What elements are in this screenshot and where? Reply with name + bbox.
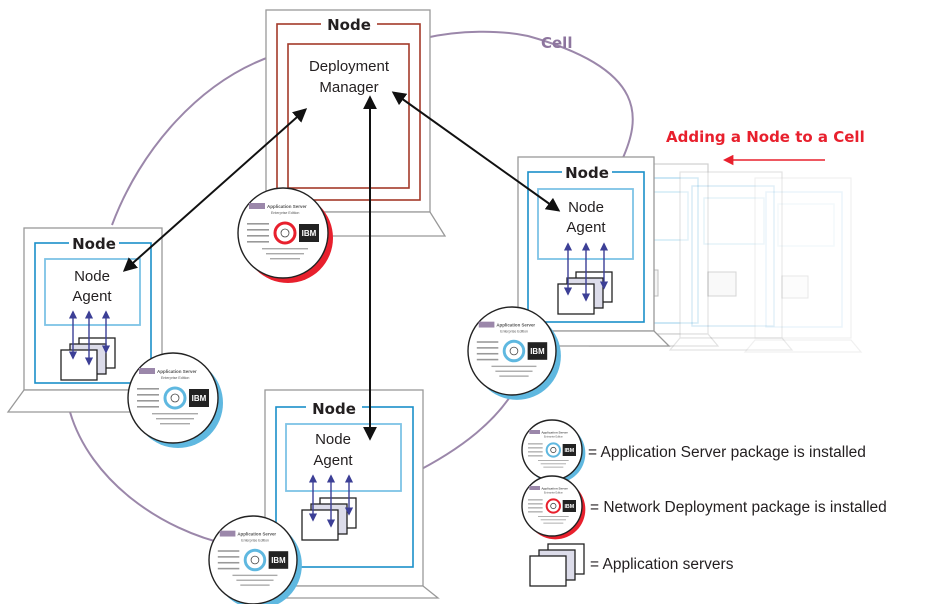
svg-text:IBM: IBM <box>564 504 574 510</box>
node-agent-line1: Node <box>568 199 604 216</box>
svg-text:Enterprise Edition: Enterprise Edition <box>161 376 189 380</box>
node-title: Node <box>312 400 356 418</box>
svg-text:Application Server: Application Server <box>157 369 197 374</box>
cell-label: Cell <box>541 34 572 52</box>
legend-app-servers: = Application servers <box>590 556 734 573</box>
svg-text:IBM: IBM <box>564 448 574 454</box>
svg-text:Application Server: Application Server <box>541 430 568 434</box>
node-agent-line1: Node <box>74 268 110 285</box>
deployment-manager-line1: Deployment <box>309 58 390 75</box>
legend-network-deployment-package: = Network Deployment package is installe… <box>590 499 887 516</box>
svg-text:Enterprise Edition: Enterprise Edition <box>500 329 528 333</box>
svg-text:Application Server: Application Server <box>237 532 276 537</box>
node-agent-line2: Agent <box>72 288 112 305</box>
svg-text:Application Server: Application Server <box>267 204 307 209</box>
node-title: Node <box>72 235 116 253</box>
svg-text:IBM: IBM <box>271 556 285 565</box>
svg-text:IBM: IBM <box>302 229 317 238</box>
legend-app-server-package: = Application Server package is installe… <box>588 444 866 461</box>
node-agent-line2: Agent <box>566 219 606 236</box>
arrow-manager-right <box>391 91 561 212</box>
node-agent-line2: Agent <box>313 452 353 469</box>
arrow-manager-left <box>122 108 308 272</box>
node-title: Node <box>327 16 371 34</box>
node-agent-line1: Node <box>315 431 351 448</box>
deployment-manager-line2: Manager <box>319 79 378 96</box>
svg-text:Enterprise Edition: Enterprise Edition <box>544 491 564 494</box>
adding-node-label: Adding a Node to a Cell <box>666 128 865 146</box>
legend: = Application Server package is installe… <box>529 444 887 587</box>
svg-text:Enterprise Edition: Enterprise Edition <box>241 538 269 542</box>
svg-text:IBM: IBM <box>530 347 544 356</box>
manager-connections <box>122 91 561 441</box>
svg-text:Enterprise Edition: Enterprise Edition <box>544 435 564 438</box>
legend-app-servers-icon <box>529 543 585 587</box>
svg-text:Enterprise Edition: Enterprise Edition <box>271 211 299 215</box>
svg-text:Application Server: Application Server <box>496 323 535 328</box>
svg-text:Application Server: Application Server <box>541 486 568 490</box>
svg-text:IBM: IBM <box>192 394 207 403</box>
node-title: Node <box>565 164 609 182</box>
